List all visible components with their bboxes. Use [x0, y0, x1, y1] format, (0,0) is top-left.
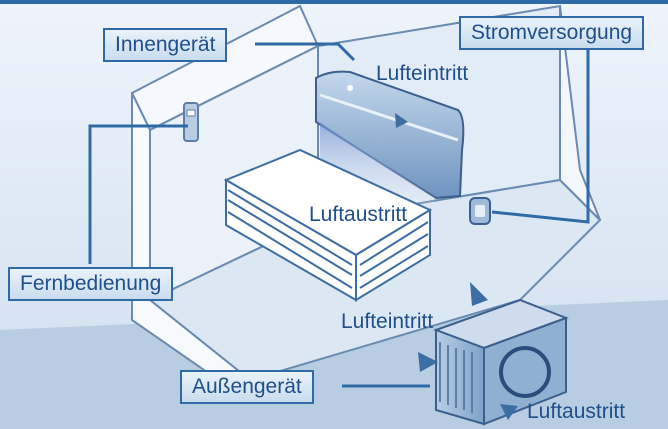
indoor-unit-body — [315, 70, 465, 200]
outdoor-unit-side — [483, 316, 567, 426]
top-frame-bar — [0, 0, 668, 4]
label-outdoor-air-outlet: Luftaustritt — [527, 400, 626, 423]
label-indoor-air-inlet: Lufteintritt — [376, 62, 469, 85]
callout-lines — [88, 42, 590, 388]
label-outdoor-air-inlet: Lufteintritt — [341, 310, 434, 333]
remote-control-device — [183, 102, 199, 142]
label-indoor-air-outlet: Luftaustritt — [309, 203, 408, 226]
air-flow-arrows — [395, 113, 518, 420]
label-indoor-unit: Innengerät — [103, 28, 228, 62]
label-power-supply: Stromversorgung — [459, 16, 645, 50]
label-remote-control: Fernbedienung — [8, 267, 174, 301]
label-outdoor-unit: Außengerät — [180, 370, 314, 404]
room-right-edge — [559, 5, 601, 221]
outdoor-fan — [499, 346, 551, 398]
bed — [223, 148, 433, 302]
